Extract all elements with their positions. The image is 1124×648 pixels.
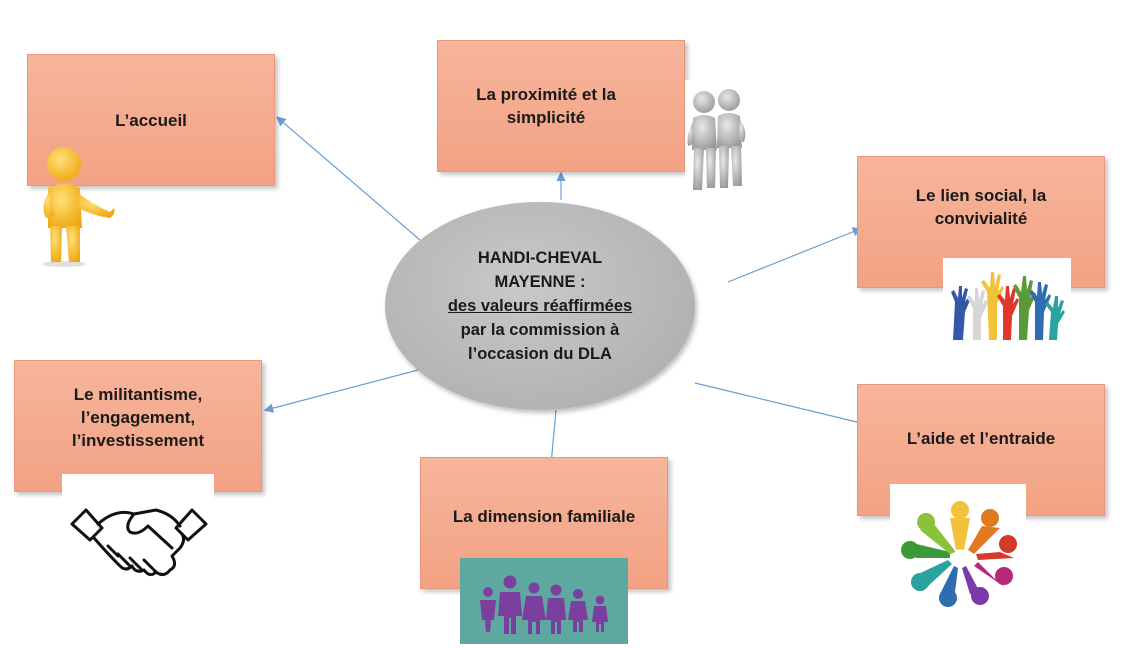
node-proximite-label: La proximité et la simplicité xyxy=(476,85,616,127)
node-accueil-label: L’accueil xyxy=(115,110,187,130)
handshake-icon xyxy=(70,508,208,577)
two-people-icon xyxy=(687,89,746,190)
node-familiale-label: La dimension familiale xyxy=(452,506,636,526)
person-presenting-icon xyxy=(42,147,115,267)
center-line-4: par la commission à xyxy=(460,321,620,339)
raised-hands-icon xyxy=(951,272,1065,340)
node-proximite: La proximité et la simplicité xyxy=(437,40,685,172)
center-topic: HANDI-CHEVAL MAYENNE : des valeurs réaff… xyxy=(385,202,695,410)
center-line-5: l’occasion du DLA xyxy=(468,345,612,363)
center-line-3: des valeurs réaffirmées xyxy=(447,297,633,315)
center-line-1: HANDI-CHEVAL xyxy=(477,249,603,267)
node-lien-social-label: Le lien social, la convivialité xyxy=(915,186,1047,228)
family-icon xyxy=(460,558,628,644)
node-militantisme: Le militantisme, l’engagement, l’investi… xyxy=(14,360,262,492)
team-circle-icon xyxy=(901,501,1017,607)
node-militantisme-label: Le militantisme, l’engagement, l’investi… xyxy=(71,384,205,450)
arrow-to-militantisme xyxy=(263,369,419,413)
node-aide-label: L’aide et l’entraide xyxy=(906,428,1056,448)
arrow-to-accueil xyxy=(276,116,421,241)
center-line-2: MAYENNE : xyxy=(494,273,586,291)
militantisme-image-cutout xyxy=(62,474,214,612)
arrow-to-lien-social xyxy=(727,227,863,283)
arrow-to-aide xyxy=(694,382,868,427)
